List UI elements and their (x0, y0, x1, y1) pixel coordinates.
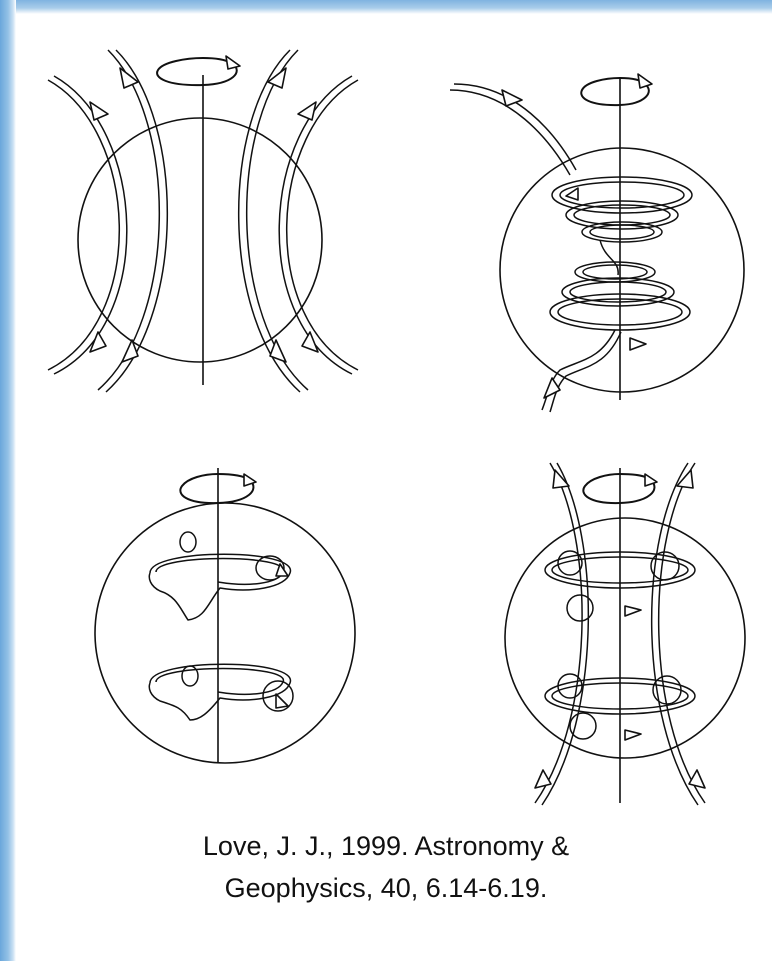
left-blue-border (0, 0, 16, 961)
panel-regenerated-poloidal (495, 458, 755, 818)
rotation-arrow (180, 474, 253, 503)
field-arrows (502, 90, 646, 398)
field-arrows (90, 68, 318, 362)
panel-toroidal-winding (440, 60, 760, 420)
sphere (505, 518, 745, 758)
caption-line-1: Love, J. J., 1999. Astronomy & (0, 826, 772, 866)
wound-field-line (450, 84, 692, 412)
caption-line-2: Geophysics, 40, 6.14-6.19. (0, 868, 772, 908)
panel-dipole-field (28, 40, 388, 410)
top-blue-border (0, 0, 772, 14)
lower-twisted-loop (149, 664, 293, 720)
rotation-arrow (157, 58, 237, 85)
sphere (500, 148, 744, 392)
rotation-arrow (583, 474, 654, 503)
sphere (95, 503, 355, 763)
panel-loop-twisting (80, 458, 360, 778)
upper-twisted-loop (149, 532, 290, 620)
